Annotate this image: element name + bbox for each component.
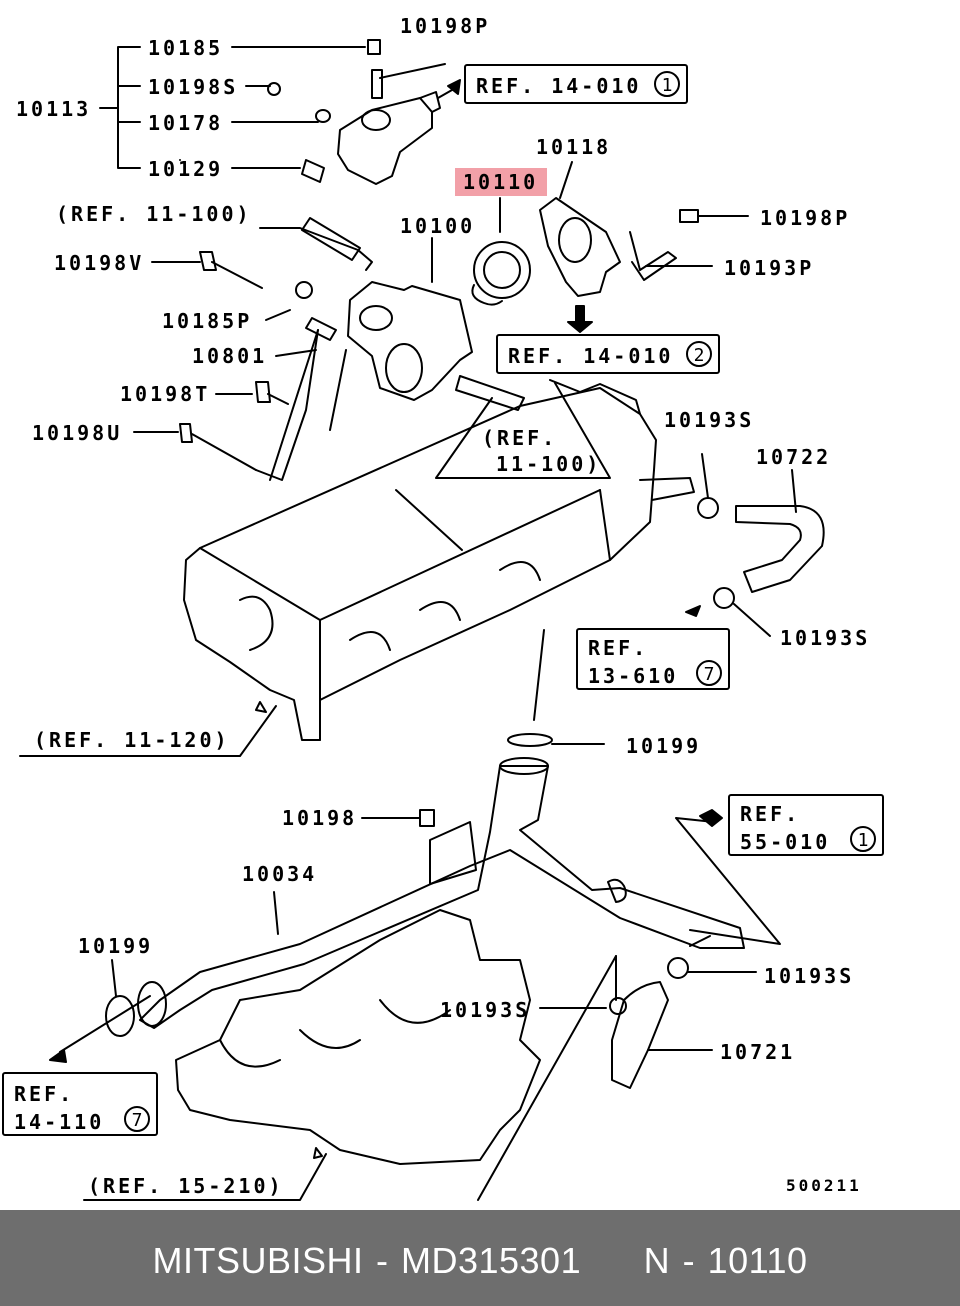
label-10193S-a: 10193S bbox=[664, 408, 755, 432]
label-10198V: 10198V bbox=[54, 251, 145, 275]
intake-manifold bbox=[83, 909, 617, 1201]
label-10199-a: 10199 bbox=[626, 734, 702, 758]
label-10185P: 10185P bbox=[162, 309, 253, 333]
ref-box-13-610: REF. 13-610 7 bbox=[576, 628, 730, 690]
thermostat-10110 bbox=[471, 197, 531, 306]
ref-box-14-110-line2: 14-110 bbox=[14, 1110, 105, 1134]
ref-box-14-010-1-text: REF. 14-010 bbox=[476, 74, 642, 98]
thermostat-housing-top bbox=[267, 39, 461, 185]
label-10113: 10113 bbox=[16, 97, 92, 121]
ref-15-210: (REF. 15-210) bbox=[88, 1174, 284, 1198]
label-10110: 10110 bbox=[463, 170, 539, 194]
ref-box-13-610-line2: 13-610 bbox=[588, 664, 679, 688]
label-10193S-c: 10193S bbox=[764, 964, 855, 988]
footer-bar: MITSUBISHI - MD315301 N - 10110 bbox=[0, 1210, 960, 1306]
ref-box-14-110: REF. 14-110 7 bbox=[2, 1072, 158, 1136]
ref-box-14-110-line1: REF. bbox=[14, 1082, 75, 1106]
label-10193S-d: 10193S bbox=[440, 998, 531, 1022]
label-10198T: 10198T bbox=[120, 382, 211, 406]
ref-11-100-top: (REF. 11-100) bbox=[56, 202, 252, 226]
left-bolts bbox=[133, 217, 373, 481]
ref-box-14-110-circle: 7 bbox=[124, 1106, 150, 1132]
bracket-10113 bbox=[99, 46, 366, 169]
hose-10722 bbox=[685, 453, 825, 637]
label-10185: 10185 bbox=[148, 36, 224, 60]
label-10722: 10722 bbox=[756, 445, 832, 469]
ref-11-120: (REF. 11-120) bbox=[34, 728, 230, 752]
highlighted-part-marker bbox=[455, 168, 547, 196]
label-10199-b: 10199 bbox=[78, 934, 154, 958]
ref-box-13-610-circle: 7 bbox=[696, 660, 722, 686]
label-10801: 10801 bbox=[192, 344, 268, 368]
bolt-10198P-right bbox=[629, 209, 749, 281]
label-10178: 10178 bbox=[148, 111, 224, 135]
water-outlet-10118 bbox=[539, 161, 621, 333]
label-10198P-right: 10198P bbox=[760, 206, 851, 230]
ref-box-14-010-1: REF. 14-010 1 bbox=[464, 64, 688, 104]
label-10198U: 10198U bbox=[32, 421, 123, 445]
label-10193P: 10193P bbox=[724, 256, 815, 280]
footer-part-text: MITSUBISHI - MD315301 N - 10110 bbox=[152, 1240, 808, 1281]
water-pipe-10100 bbox=[347, 237, 611, 479]
label-10100: 10100 bbox=[400, 214, 476, 238]
water-pipe-10034 bbox=[137, 629, 781, 1029]
label-10034: 10034 bbox=[242, 862, 318, 886]
label-10198: 10198 bbox=[282, 806, 358, 830]
ref-box-55-010-line1: REF. bbox=[740, 802, 801, 826]
label-10118: 10118 bbox=[536, 135, 612, 159]
cylinder-head bbox=[19, 379, 695, 757]
ref-11-100-mid-line1: (REF. bbox=[482, 426, 558, 450]
ref-box-14-010-1-circle: 1 bbox=[654, 71, 680, 97]
ref-box-14-010-2-circle: 2 bbox=[686, 341, 712, 367]
ref-box-14-010-2-text: REF. 14-010 bbox=[508, 344, 674, 368]
label-10193S-b: 10193S bbox=[780, 626, 871, 650]
ref-box-55-010-line2: 55-010 bbox=[740, 830, 831, 854]
ref-box-55-010-circle: 1 bbox=[850, 826, 876, 852]
ref-box-14-010-2: REF. 14-010 2 bbox=[496, 334, 720, 374]
label-10198S: 10198S bbox=[148, 75, 239, 99]
diagram-drawing bbox=[19, 39, 825, 1201]
ref-box-55-010: REF. 55-010 1 bbox=[728, 794, 884, 856]
diagram-code: 500211 bbox=[786, 1176, 862, 1195]
label-10129: 10129 bbox=[148, 157, 224, 181]
ref-box-13-610-line1: REF. bbox=[588, 636, 649, 660]
label-10198P-top: 10198P bbox=[400, 14, 491, 38]
ref-11-100-mid-line2: 11-100) bbox=[496, 452, 602, 476]
label-10721: 10721 bbox=[720, 1040, 796, 1064]
hose-10721 bbox=[49, 955, 757, 1089]
parts-diagram: 10198P 10185 10198S 10113 10178 10129 10… bbox=[2, 14, 884, 1201]
